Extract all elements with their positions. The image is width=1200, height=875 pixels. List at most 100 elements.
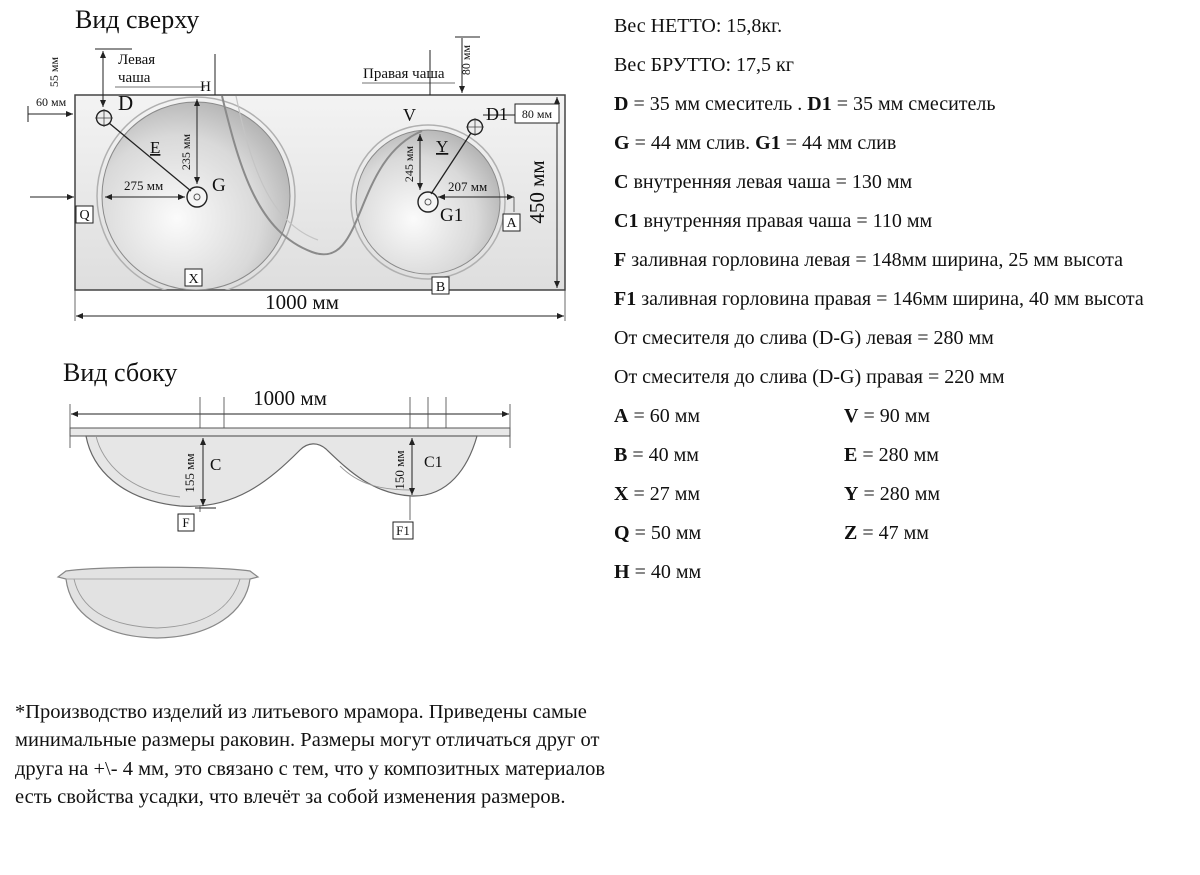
- pair-x: X = 27 мм: [614, 482, 844, 506]
- dim-275-label: 275 мм: [124, 178, 163, 193]
- spec-key: E: [844, 444, 858, 466]
- dim-150-label: 150 мм: [392, 450, 407, 489]
- dim-1000-top-label: 1000 мм: [265, 290, 339, 314]
- spec-key: F: [614, 249, 627, 271]
- dim-235-label: 235 мм: [179, 134, 193, 171]
- pair-e: E = 280 мм: [844, 443, 1176, 467]
- spec-key: D1: [807, 93, 832, 115]
- cross-section-view: [56, 566, 260, 639]
- spec-panel: Вес НЕТТО: 15,8кг. Вес БРУТТО: 17,5 кг D…: [614, 14, 1176, 599]
- deck-wave-highlight: [235, 95, 319, 241]
- spec-text: = 280 мм: [857, 444, 939, 466]
- top-view-dimension-lines: [27, 36, 566, 321]
- spec-text: внутренняя правая чаша = 110 мм: [638, 210, 933, 232]
- spec-key: Q: [614, 522, 630, 544]
- spec-key: Y: [844, 483, 859, 505]
- spec-key: F1: [614, 288, 637, 310]
- line-d1-to-g1: [430, 132, 472, 195]
- spec-text: = 90 мм: [858, 405, 931, 427]
- spec-key: C1: [614, 210, 639, 232]
- point-a-label: A: [506, 216, 517, 231]
- spec-text: заливная горловина правая = 146мм ширина…: [636, 288, 1144, 310]
- spec-text: = 50 мм: [629, 522, 702, 544]
- drain-hole-g-center: [193, 193, 201, 201]
- spec-key: H: [614, 561, 630, 583]
- dim-155-label: 155 мм: [182, 453, 197, 492]
- dim-1000-side-label: 1000 мм: [253, 386, 327, 410]
- spec-line-dg-left: От смесителя до слива (D-G) левая = 280 …: [614, 326, 1176, 350]
- pair-row-xy: X = 27 мм Y = 280 мм: [614, 482, 1176, 506]
- spec-key: Z: [844, 522, 858, 544]
- spec-key: C: [614, 171, 629, 193]
- spec-text: = 27 мм: [628, 483, 701, 505]
- b-marker-box: [431, 276, 450, 295]
- spec-text: = 35 мм смеситель .: [628, 93, 808, 115]
- spec-line-f: F заливная горловина левая = 148мм ширин…: [614, 248, 1176, 272]
- spec-line-dg-right: От смесителя до слива (D-G) правая = 220…: [614, 365, 1176, 389]
- spec-text: = 44 мм слив.: [629, 132, 756, 154]
- point-g-label: G: [212, 175, 226, 196]
- a-marker-box: [502, 213, 521, 232]
- spec-key: X: [614, 483, 629, 505]
- gross-weight: Вес БРУТТО: 17,5 кг: [614, 54, 794, 76]
- spec-line-c1: C1 внутренняя правая чаша = 110 мм: [614, 209, 1176, 233]
- left-bowl-label-line1: Левая: [118, 52, 155, 68]
- manufacturing-footnote: *Производство изделий из литьевого мрамо…: [15, 701, 606, 808]
- point-g1-label: G1: [440, 205, 463, 226]
- spec-text: = 60 мм: [628, 405, 701, 427]
- point-f-label: F: [182, 515, 189, 530]
- pair-a: A = 60 мм: [614, 404, 844, 428]
- drain-hole-g1: [417, 191, 439, 213]
- q-marker-box: [75, 205, 94, 224]
- bowl-cross-section: [56, 566, 260, 639]
- top-view-letter-boxes: [75, 205, 521, 295]
- dim-245-label: 245 мм: [402, 146, 416, 183]
- spec-text: заливная горловина левая = 148мм ширина,…: [626, 249, 1123, 271]
- spec-text: = 44 мм слив: [780, 132, 897, 154]
- right-bowl-rim: [350, 124, 506, 280]
- point-e-label: E: [150, 138, 160, 157]
- point-f1-label: F1: [396, 523, 410, 538]
- spec-key: B: [614, 444, 628, 466]
- point-b-label: B: [436, 280, 445, 295]
- point-v-label: V: [403, 105, 416, 125]
- pair-row-av: A = 60 мм V = 90 мм: [614, 404, 1176, 428]
- dim-80-right-box: [514, 103, 560, 124]
- spec-text: От смесителя до слива (D-G) левая = 280 …: [614, 327, 994, 349]
- pair-q: Q = 50 мм: [614, 521, 844, 545]
- dim-60-label: 60 мм: [36, 95, 67, 109]
- spec-text: = 280 мм: [858, 483, 941, 505]
- pair-row-h: H = 40 мм: [614, 560, 1176, 584]
- dim-55-label: 55 мм: [47, 57, 61, 88]
- dim-80-top-label: 80 мм: [459, 45, 473, 76]
- pair-empty: [844, 560, 1176, 584]
- spec-key: D: [614, 93, 629, 115]
- spec-text: = 40 мм: [629, 561, 702, 583]
- point-h-label: H: [200, 79, 211, 95]
- spec-text: От смесителя до слива (D-G) правая = 220…: [614, 366, 1005, 388]
- left-bowl-rim: [96, 96, 296, 290]
- inner-bowl-line: [73, 578, 241, 629]
- x-marker-box: [184, 268, 203, 287]
- pair-z: Z = 47 мм: [844, 521, 1176, 545]
- pair-v: V = 90 мм: [844, 404, 1176, 428]
- technical-drawing: Вид сверху: [27, 5, 566, 639]
- spec-key: G: [614, 132, 630, 154]
- spec-line-f1: F1 заливная горловина правая = 146мм шир…: [614, 287, 1176, 311]
- point-d-label: D: [118, 91, 133, 115]
- net-weight: Вес НЕТТО: 15,8кг.: [614, 15, 783, 37]
- right-bowl-inner-line: [339, 465, 411, 491]
- spec-key: V: [844, 405, 859, 427]
- spec-line-g: G = 44 мм слив. G1 = 44 мм слив: [614, 131, 1176, 155]
- spec-line-d: D = 35 мм смеситель . D1 = 35 мм смесите…: [614, 92, 1176, 116]
- dim-450-label: 450 мм: [525, 160, 549, 223]
- bowls-profile: [85, 435, 478, 507]
- left-bowl-label-line2: чаша: [118, 70, 151, 86]
- fittings-top: [95, 109, 484, 213]
- line-d-to-g: [108, 122, 192, 192]
- top-view: Вид сверху: [27, 5, 566, 321]
- spec-text: внутренняя левая чаша = 130 мм: [628, 171, 913, 193]
- pair-y: Y = 280 мм: [844, 482, 1176, 506]
- drain-hole-g: [186, 186, 208, 208]
- top-view-title: Вид сверху: [75, 5, 199, 34]
